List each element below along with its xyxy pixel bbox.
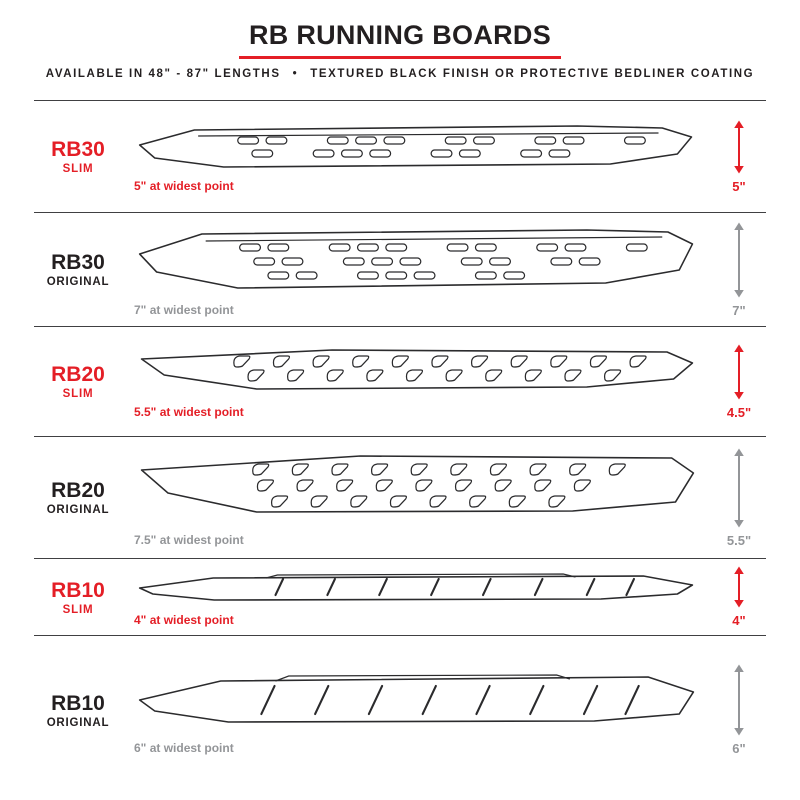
model-name: RB20 [51,479,105,502]
height-indicator: 7" [708,222,770,318]
divider [34,436,766,437]
subtitle-finish: TEXTURED BLACK FINISH OR PROTECTIVE BEDL… [310,68,755,80]
model-name: RB10 [51,578,105,602]
height-indicator: 4.5" [708,344,770,420]
model-name: RB20 [51,363,105,386]
row-rb10-original: RB10 ORIGINAL 6" at widest point 6" [0,636,800,784]
width-note: 4" at widest point [134,613,234,627]
height-arrow-icon [734,664,744,736]
width-note: 7" at widest point [134,302,234,317]
model-name: RB30 [51,251,105,274]
model-label: RB10 ORIGINAL [30,692,126,729]
divider [34,100,766,101]
bullet-separator-icon: • [292,68,299,80]
model-variant: ORIGINAL [46,504,110,516]
board-drawing-area: 6" at widest point [126,664,708,756]
subtitle: AVAILABLE IN 48" - 87" LENGTHS • TEXTURED … [0,68,800,80]
width-note: 5.5" at widest point [134,404,244,419]
height-value: 5" [732,178,746,194]
height-arrow-icon [734,566,744,608]
model-label: RB30 SLIM [30,138,126,175]
board-drawing-area: 5" at widest point [126,120,708,194]
row-rb30-slim: RB30 SLIM 5" at widest point 5" [0,101,800,212]
height-arrow-icon [734,222,744,297]
row-rb10-slim: RB10 SLIM 4" at widest point 4" [0,559,800,635]
page-title: RB RUNNING BOARDS [238,20,562,59]
height-indicator: 5.5" [708,448,770,548]
divider [34,558,766,559]
height-value: 5.5" [726,532,752,548]
rb30-slim-board-drawing [138,124,693,168]
board-drawing-area: 5.5" at widest point [126,344,708,420]
height-value: 6" [732,741,746,756]
height-value: 4" [732,613,746,628]
model-name: RB30 [51,138,105,161]
rb10-original-board-drawing [138,674,695,723]
model-variant: SLIM [62,388,94,400]
board-drawing-area: 4" at widest point [126,566,708,628]
height-indicator: 5" [708,120,770,194]
subtitle-lengths: AVAILABLE IN 48" - 87" LENGTHS [45,68,281,80]
model-variant: ORIGINAL [46,716,110,729]
model-label: RB20 SLIM [30,363,126,400]
model-variant: SLIM [62,603,94,616]
height-indicator: 4" [708,566,770,628]
width-note: 7.5" at widest point [134,532,244,547]
divider [34,326,766,327]
height-arrow-icon [734,448,744,527]
model-label: RB30 ORIGINAL [30,251,126,288]
width-note: 5" at widest point [134,178,234,193]
rb20-slim-board-drawing [140,348,694,390]
height-value: 4.5" [726,404,752,420]
height-indicator: 6" [708,664,770,756]
rb30-original-board-drawing [138,228,694,289]
divider [34,635,766,636]
height-value: 7" [732,302,746,318]
height-arrow-icon [734,344,744,399]
row-rb20-original: RB20 ORIGINAL 7.5" at widest point 5.5" [0,437,800,558]
model-variant: SLIM [62,163,94,175]
board-drawing-area: 7.5" at widest point [126,448,708,548]
model-name: RB10 [51,691,105,715]
board-drawing-area: 7" at widest point [126,222,708,318]
model-label: RB10 SLIM [30,579,126,616]
height-arrow-icon [734,120,744,173]
row-rb30-original: RB30 ORIGINAL 7" at widest point 7" [0,213,800,326]
width-note: 6" at widest point [134,741,234,755]
header: RB RUNNING BOARDS AVAILABLE IN 48" - 87"… [0,0,800,100]
model-variant: ORIGINAL [46,276,110,288]
row-rb20-slim: RB20 SLIM 5.5" at widest point 4.5" [0,327,800,436]
divider [34,212,766,213]
model-label: RB20 ORIGINAL [30,479,126,516]
rb20-original-board-drawing [140,454,695,513]
rb10-slim-board-drawing [138,573,694,601]
